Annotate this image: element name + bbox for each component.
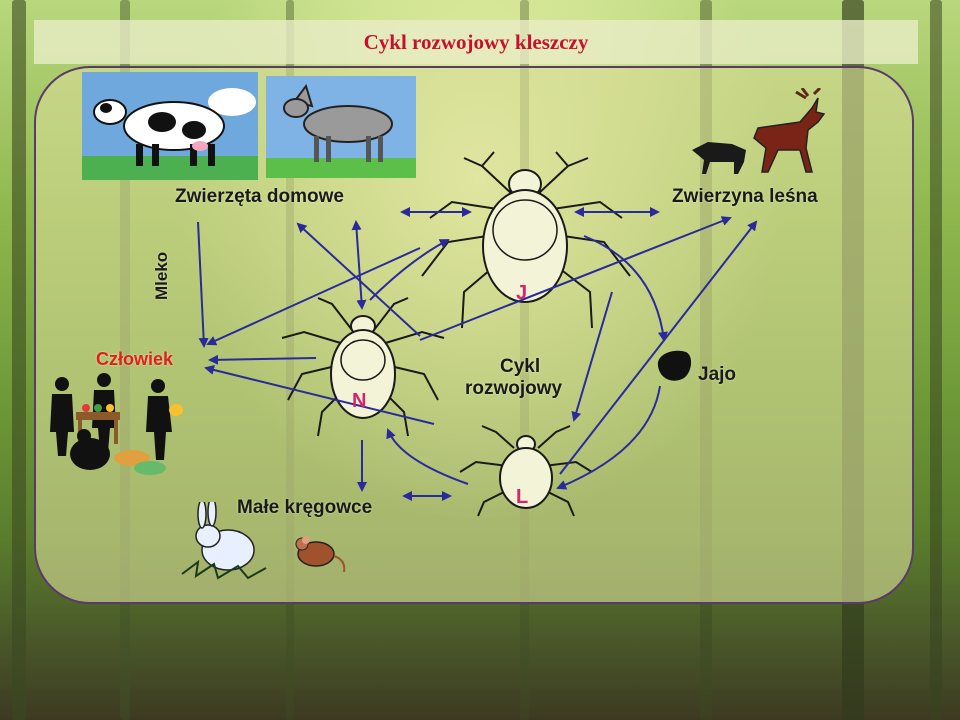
arrow [206, 247, 421, 346]
arrow [204, 365, 435, 425]
nymph-stage-letter: N [352, 390, 367, 412]
domestic-animals-label: Zwierzęta domowe [175, 186, 344, 207]
arrow [559, 220, 758, 475]
arrow [296, 222, 421, 337]
title-bar: Cykl rozwojowy kleszczy [34, 20, 918, 64]
people-market-image [50, 373, 183, 475]
rabbit-mouse-image [181, 502, 346, 580]
arrow [386, 428, 469, 485]
arrow [419, 216, 732, 341]
egg-label: Jajo [698, 364, 737, 385]
arrow [351, 220, 367, 310]
larva-stage-letter: L [516, 486, 529, 508]
arrow [208, 354, 317, 365]
wolf-deer-image [692, 88, 826, 174]
arrow [369, 239, 450, 301]
nymph-tick-image [281, 297, 445, 437]
egg-image [657, 350, 692, 381]
arrow [571, 291, 613, 422]
small-vertebrates-label: Małe kręgowce [237, 497, 373, 518]
page-title: Cykl rozwojowy kleszczy [363, 29, 589, 54]
arrow [583, 235, 668, 342]
tree-trunk [930, 0, 942, 720]
human-label: Człowiek [96, 349, 174, 369]
arrow [197, 221, 209, 348]
larva-tick-image [459, 425, 593, 517]
arrow [556, 385, 661, 490]
cow-image [82, 72, 258, 180]
tree-trunk [12, 0, 26, 720]
cycle-label-line1: Cykl [500, 356, 541, 377]
goat-image [266, 76, 416, 178]
adult-stage-letter: J [516, 282, 528, 304]
forest-animals-label: Zwierzyna leśna [672, 186, 818, 207]
cycle-label-line2: rozwojowy [465, 378, 563, 399]
milk-label: Mleko [152, 251, 171, 300]
